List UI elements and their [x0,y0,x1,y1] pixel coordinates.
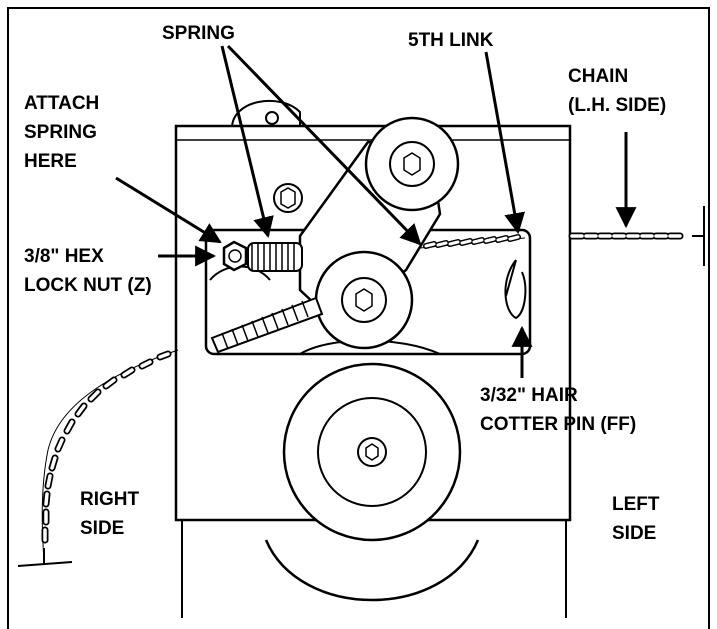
label-cotter-line1: 3/32" HAIR [480,385,578,406]
arrow-fifth-link [484,51,526,235]
label-attach-line2: SPRING [24,122,97,143]
arrow-attach-spring [115,176,222,244]
lower-roller-socket [355,288,373,312]
label-left-line1: LEFT [612,494,660,515]
wheel-lower-arc [264,539,480,602]
label-chain-line2: (L.H. SIDE) [568,95,666,116]
label-cotter-line2: COTTER PIN (FF) [480,414,636,435]
label-chain-line1: CHAIN [568,66,628,87]
hex-lock-nut [222,240,248,272]
label-hex-line2: LOCK NUT (Z) [24,275,152,296]
hair-cotter-pin [504,259,527,320]
label-right-line2: SIDE [80,518,124,539]
lower-spring [210,296,324,354]
label-spring: SPRING [162,23,235,44]
figure-border [7,7,710,629]
label-right-line1: RIGHT [80,489,140,510]
upper-spring [247,242,303,272]
label-attach-line3: HERE [24,151,77,172]
label-fifth-link: 5TH LINK [408,30,494,51]
chain-right-side [17,349,179,567]
upper-roller-socket [403,152,421,176]
bolt-upper-socket [280,187,296,209]
label-hex-line1: 3/8" HEX [24,246,104,267]
label-left-line2: SIDE [612,523,656,544]
drive-wheel-socket [365,443,379,461]
label-attach-line1: ATTACH [24,93,99,114]
arrow-spring-upper [220,45,274,239]
chain-lh-side [419,206,705,266]
arrow-spring-lower [226,44,422,246]
bracket-hole [265,111,279,125]
